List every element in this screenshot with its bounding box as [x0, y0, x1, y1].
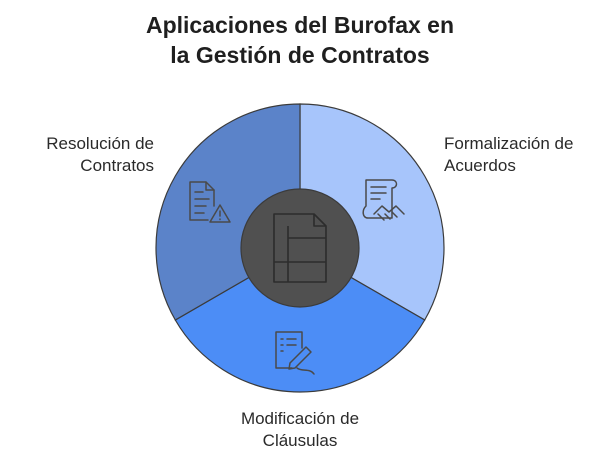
center-circle [240, 188, 360, 308]
segment-modificacion [174, 247, 426, 393]
label-formalizacion-line-1: Formalización de [444, 134, 574, 153]
label-modificacion: Modificación de Cláusulas [170, 408, 430, 452]
label-resolucion-line-2: Contratos [80, 156, 154, 175]
label-resolucion: Resolución de Contratos [20, 133, 154, 177]
label-modificacion-line-1: Modificación de [240, 409, 360, 428]
label-formalizacion-line-2: Acuerdos [444, 156, 516, 175]
label-resolucion-line-1: Resolución de [46, 134, 154, 153]
diagram-title: Aplicaciones del Burofax en la Gestión d… [0, 10, 600, 70]
contract-handshake-icon [362, 179, 405, 221]
title-line-2: la Gestión de Contratos [170, 42, 430, 68]
title-line-1: Aplicaciones del Burofax en [145, 12, 455, 38]
label-formalizacion: Formalización de Acuerdos [444, 133, 596, 177]
document-warning-icon [189, 181, 231, 223]
label-modificacion-line-2: Cláusulas [262, 431, 338, 450]
document-edit-icon [275, 331, 315, 375]
document-center-icon [273, 213, 327, 283]
